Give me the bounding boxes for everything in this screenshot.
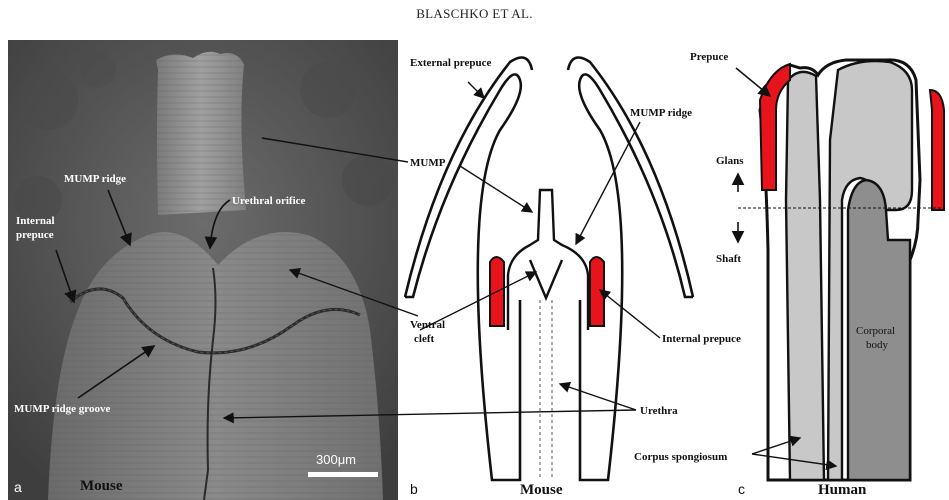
external-prepuce-right <box>579 74 693 480</box>
label-mump-ridge-b: MUMP ridge <box>630 107 692 119</box>
species-label-a: Mouse <box>80 478 123 494</box>
corporal-body <box>848 180 910 480</box>
prepuce-red-right <box>930 90 944 210</box>
label-ventral-cleft-2: cleft <box>414 333 434 345</box>
ventral-cleft-v <box>530 260 562 298</box>
internal-prepuce-right-red <box>590 257 604 326</box>
scalebar-label: 300μm <box>316 452 356 467</box>
panel-letter-a: a <box>14 479 22 495</box>
glans-right <box>828 61 912 480</box>
label-internal-prepuce-a-1: Internal <box>16 215 55 227</box>
panel-a-micrograph: MUMP ridge Urethral orifice Internal pre… <box>8 40 398 500</box>
species-label-b: Mouse <box>520 482 563 498</box>
panel-letter-c: c <box>738 481 745 497</box>
label-internal-prepuce-a-2: prepuce <box>16 229 54 241</box>
label-mump-ridge-groove: MUMP ridge groove <box>14 403 110 415</box>
label-mump: MUMP <box>410 157 446 169</box>
label-corporal-body-1: Corporal <box>856 325 895 337</box>
label-urethra: Urethra <box>640 405 678 417</box>
glans-outline <box>508 190 588 330</box>
label-corpus-spongiosum: Corpus spongiosum <box>634 451 727 463</box>
label-urethral-orifice: Urethral orifice <box>232 195 306 207</box>
label-shaft: Shaft <box>716 253 741 265</box>
label-internal-prepuce-b: Internal prepuce <box>662 333 741 345</box>
panel-letter-b: b <box>410 481 418 497</box>
label-external-prepuce: External prepuce <box>410 57 491 69</box>
label-ventral-cleft-1: Ventral <box>410 319 445 331</box>
label-prepuce-c: Prepuce <box>690 51 728 63</box>
external-prepuce-left <box>405 74 521 480</box>
internal-prepuce-left-red <box>490 257 504 326</box>
species-label-c: Human <box>818 482 867 498</box>
label-mump-ridge-a: MUMP ridge <box>64 173 126 185</box>
human-outline <box>760 60 920 480</box>
glans-left <box>786 72 824 480</box>
running-header: BLASCHKO ET AL. <box>0 6 949 22</box>
scalebar <box>308 472 378 477</box>
label-glans: Glans <box>716 155 744 167</box>
prepuce-red-left <box>760 64 790 190</box>
panel-a-annotations: MUMP ridge Urethral orifice Internal pre… <box>8 40 398 500</box>
label-corporal-body-2: body <box>866 339 889 351</box>
